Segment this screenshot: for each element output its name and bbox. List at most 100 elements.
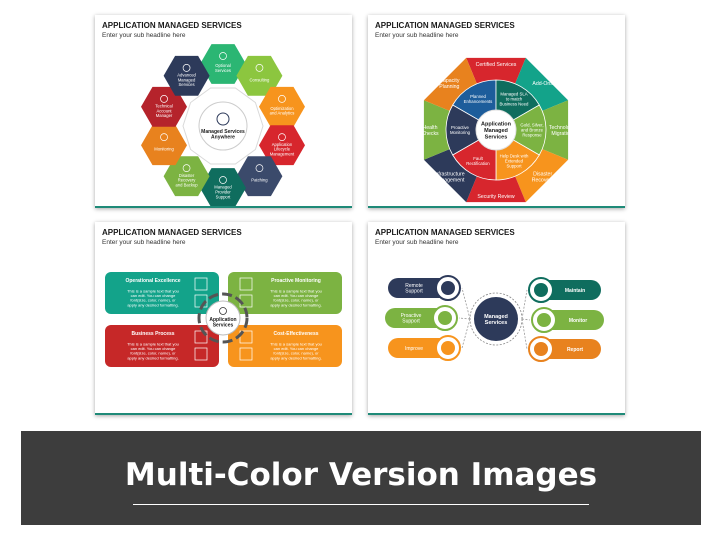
label-line: Gold, Silver, — [520, 123, 543, 128]
label-line: apply any desired formatting. — [270, 302, 321, 307]
hexagon-segment — [259, 86, 305, 127]
label-line: apply any desired formatting. — [127, 302, 178, 307]
label-line: Application — [481, 122, 512, 128]
label-line: Health — [423, 125, 438, 131]
hexagon-segment — [236, 55, 283, 96]
service-icon — [160, 133, 168, 142]
globe-icon — [216, 112, 230, 126]
item-icon — [438, 311, 452, 325]
slide-thumbnail-4[interactable]: APPLICATION MANAGED SERVICES Enter your … — [368, 222, 625, 415]
label-line: Anywhere — [211, 135, 235, 141]
center-circle — [198, 101, 248, 151]
banner-underline — [133, 504, 589, 505]
label-line: Fault — [473, 156, 483, 161]
label-line: Help Desk with — [500, 154, 529, 159]
hexagon-segment — [163, 55, 210, 96]
info-card — [105, 272, 219, 314]
connector-line — [458, 317, 471, 320]
inner-segment — [495, 104, 547, 156]
label-line: Recovery — [178, 178, 197, 183]
label-line: Optimization — [270, 106, 294, 111]
label-line: Infrastructure — [434, 171, 465, 177]
label-line: Business Need — [500, 101, 530, 106]
connector-line — [521, 289, 528, 320]
label-line: apply any desired formatting. — [270, 355, 321, 360]
label-line: Account — [156, 108, 172, 113]
service-icon — [278, 94, 286, 103]
banner-title: Multi-Color Version Images — [124, 457, 598, 493]
label-line: Managed — [484, 314, 508, 320]
outer-label: Security Review — [477, 194, 514, 200]
label-line: Security Review — [477, 194, 514, 200]
label-line: Managed — [178, 77, 196, 82]
slide-thumbnail-3[interactable]: APPLICATION MANAGED SERVICES Enter your … — [95, 222, 352, 415]
service-icon — [160, 94, 168, 103]
item-icon — [534, 342, 548, 356]
center-circle — [474, 297, 518, 341]
label-line: Extended — [505, 159, 524, 164]
label-line: Monitor — [569, 318, 587, 324]
info-card — [105, 325, 219, 367]
slide-thumbnail-2[interactable]: APPLICATION MANAGED SERVICES Enter your … — [368, 15, 625, 208]
slide-thumbnail-1[interactable]: APPLICATION MANAGED SERVICES Enter your … — [95, 15, 352, 208]
card-title: Proactive Monitoring — [271, 278, 321, 284]
label-line: Technical — [155, 103, 173, 108]
label-line: Disaster — [179, 173, 195, 178]
label-line: Consulting — [250, 77, 270, 82]
slide-title: APPLICATION MANAGED SERVICES — [102, 228, 242, 237]
card-icon — [194, 347, 208, 361]
label-line: Report — [567, 347, 583, 353]
card-icon — [239, 347, 253, 361]
slide-title: APPLICATION MANAGED SERVICES — [102, 21, 242, 30]
label-line: Enhancements — [464, 99, 493, 104]
label-line: Services — [179, 82, 195, 87]
label-line: can edit. You can change — [274, 293, 319, 298]
slide-subtitle: Enter your sub headline here — [375, 32, 459, 39]
label-line: Migration — [551, 131, 572, 137]
card-title: Business Process — [131, 331, 174, 337]
center-ring — [197, 292, 249, 344]
service-icon — [255, 164, 264, 173]
info-card — [228, 272, 342, 314]
label-line: Lifecycle — [274, 147, 291, 152]
label-line: Planned — [470, 94, 486, 99]
label-line: and Bronze — [521, 128, 544, 133]
label-line: Planning — [439, 84, 459, 90]
label-line: Technology — [549, 125, 576, 131]
label-line: Services — [213, 323, 234, 329]
label-line: Proactive — [451, 125, 470, 130]
center-ring — [469, 292, 523, 346]
service-icon — [219, 52, 227, 60]
label-line: Capacity — [439, 78, 460, 84]
label-line: Support — [402, 319, 420, 325]
label-line: Maintain — [565, 288, 585, 294]
card-icon — [194, 330, 208, 344]
label-line: Services — [485, 134, 508, 140]
card-icon — [194, 277, 208, 291]
label-line: Managed SLA — [500, 91, 527, 96]
label-line: Improve — [405, 346, 423, 352]
slide-title: APPLICATION MANAGED SERVICES — [375, 21, 515, 30]
segment-label: Consulting — [250, 77, 270, 82]
label-line: Management — [434, 177, 465, 183]
label-line: Rectification — [466, 161, 490, 166]
